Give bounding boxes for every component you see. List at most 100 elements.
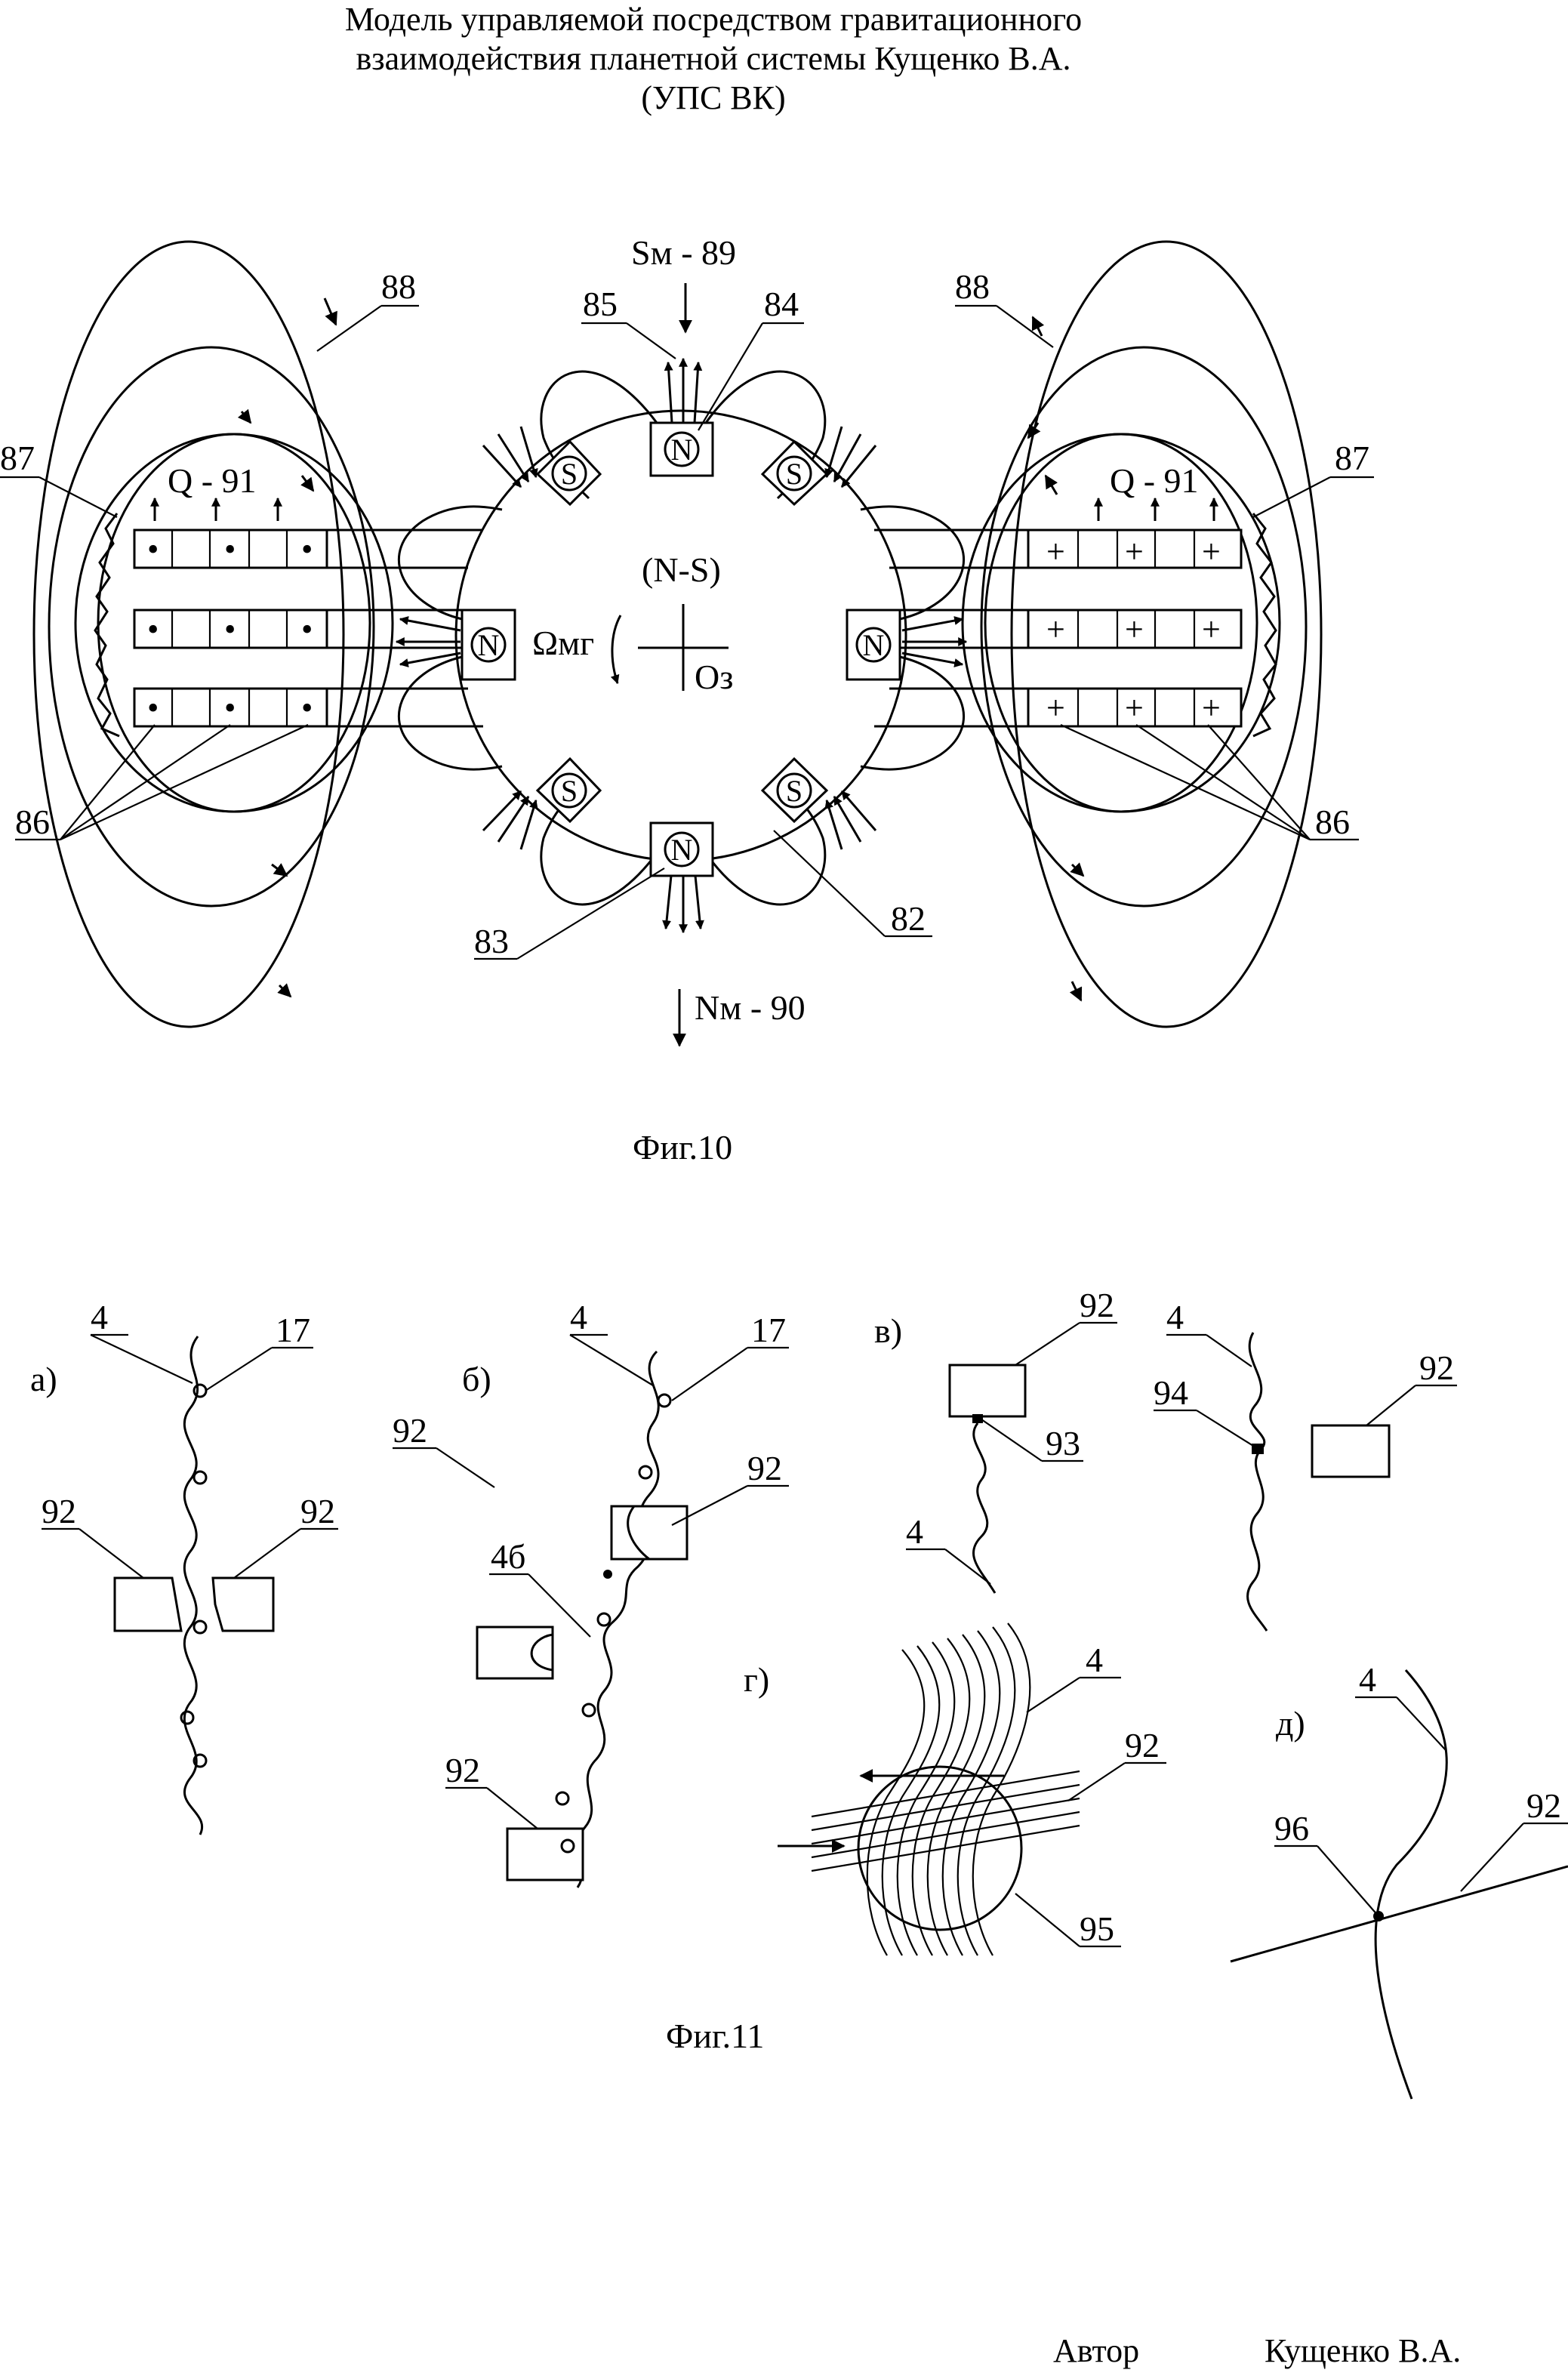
zigzag-87-right xyxy=(1252,513,1277,738)
ref-92: 92 xyxy=(42,1492,76,1530)
coil-dot: • xyxy=(147,611,159,648)
ref-86-left: 86 xyxy=(15,803,50,841)
magnet-s-label: S xyxy=(561,774,578,808)
figure-10: • • • • • • • • • + + + + + + + + + xyxy=(0,233,1374,1166)
ref-88-right: 88 xyxy=(955,267,990,306)
ref-92: 92 xyxy=(747,1449,782,1487)
coil-plus: + xyxy=(1125,611,1144,648)
field-loops-right xyxy=(961,240,1323,1028)
coil-bars-left xyxy=(133,529,483,728)
ref-92: 92 xyxy=(1526,1786,1561,1825)
title-line-3: (УПС ВК) xyxy=(641,79,786,116)
sub-d-label: д) xyxy=(1276,1704,1305,1743)
ref-leaders-fig10 xyxy=(0,304,1374,960)
ref-4: 4 xyxy=(570,1298,587,1336)
magnet-n-bottom: N xyxy=(649,821,714,877)
magnet-s-label: S xyxy=(786,774,802,808)
ref-87-right: 87 xyxy=(1335,439,1369,477)
fig11-v: в) 92 93 4 4 94 92 xyxy=(874,1286,1457,1632)
ref-17: 17 xyxy=(276,1311,310,1349)
ref-4: 4 xyxy=(1166,1298,1184,1336)
ref-92: 92 xyxy=(445,1751,480,1789)
coil-dots-left: • • • • • • • • • xyxy=(147,531,313,726)
magnet-n-label: N xyxy=(863,628,885,662)
ref-95: 95 xyxy=(1080,1909,1114,1948)
ref-92: 92 xyxy=(1080,1286,1114,1324)
ref-84: 84 xyxy=(764,285,799,323)
fig11-a: а) 4 17 92 92 xyxy=(30,1298,338,1835)
author-label: Автор xyxy=(1053,2332,1140,2369)
coil-pluses-right: + + + + + + + + + xyxy=(1046,533,1221,726)
ref-82: 82 xyxy=(891,899,926,938)
coil-dot: • xyxy=(147,531,159,568)
ref-87-left: 87 xyxy=(0,439,35,477)
coil-dot: • xyxy=(301,531,313,568)
q-arrows-left xyxy=(150,497,282,521)
ref-85: 85 xyxy=(583,285,618,323)
magnet-s-upper-right: S xyxy=(760,439,829,507)
ref-92: 92 xyxy=(393,1411,427,1450)
coil-plus: + xyxy=(1202,611,1221,648)
magnet-s-lower-right: S xyxy=(760,757,829,824)
coil-plus: + xyxy=(1202,533,1221,570)
ref-92: 92 xyxy=(1125,1726,1160,1764)
ref-86-right: 86 xyxy=(1315,803,1350,841)
center-label: Оз xyxy=(695,658,733,696)
magnet-n-label: N xyxy=(671,833,693,867)
figure-11: а) 4 17 92 92 б) xyxy=(30,1286,1568,2100)
coil-dot: • xyxy=(224,531,236,568)
magnet-n-label: N xyxy=(478,628,500,662)
q-arrows-right xyxy=(1094,497,1218,521)
author-name: Кущенко В.А. xyxy=(1265,2332,1462,2369)
magnet-s-lower-left: S xyxy=(535,757,602,824)
coil-bars-right xyxy=(874,529,1243,728)
ref-17: 17 xyxy=(751,1311,786,1349)
sub-g-label: г) xyxy=(744,1660,769,1699)
coil-dot: • xyxy=(224,611,236,648)
coil-plus: + xyxy=(1046,533,1065,570)
title-line-1: Модель управляемой посредством гравитаци… xyxy=(344,1,1083,38)
q-label-left: Q - 91 xyxy=(168,461,257,500)
coil-dot: • xyxy=(147,689,159,726)
title-line-2: взаимодействия планетной системы Кущенко… xyxy=(356,40,1071,77)
coil-dot: • xyxy=(301,689,313,726)
coil-plus: + xyxy=(1125,533,1144,570)
zigzag-87-left xyxy=(94,513,120,738)
fig10-caption: Фиг.10 xyxy=(633,1128,732,1166)
ref-4: 4 xyxy=(1359,1660,1376,1699)
fig11-g: г) 4 92 95 xyxy=(744,1623,1166,1956)
magnet-s-label: S xyxy=(561,457,578,491)
coil-dot: • xyxy=(301,611,313,648)
south-label: Sм - 89 xyxy=(631,233,736,272)
page-title: Модель управляемой посредством гравитаци… xyxy=(0,0,1427,118)
ref-94: 94 xyxy=(1154,1373,1188,1412)
ref-4: 4 xyxy=(91,1298,108,1336)
planet-circle xyxy=(454,409,907,862)
center-axis xyxy=(610,604,729,691)
coil-plus: + xyxy=(1202,689,1221,726)
ref-96: 96 xyxy=(1274,1809,1309,1847)
field-loops-left xyxy=(32,240,394,1028)
q-label-right: Q - 91 xyxy=(1110,461,1199,500)
ref-92: 92 xyxy=(300,1492,335,1530)
ref-92: 92 xyxy=(1419,1348,1454,1387)
coil-plus: + xyxy=(1046,611,1065,648)
magnet-s-label: S xyxy=(786,457,802,491)
ref-88-left: 88 xyxy=(381,267,416,306)
axis-label: (N-S) xyxy=(642,550,721,589)
ref-4: 4 xyxy=(906,1512,923,1551)
coil-plus: + xyxy=(1046,689,1065,726)
ref-93: 93 xyxy=(1046,1424,1080,1462)
magnet-n-left: N xyxy=(461,609,516,681)
fig11-caption: Фиг.11 xyxy=(666,2017,764,2055)
sub-v-label: в) xyxy=(874,1311,902,1350)
north-label: Nм - 90 xyxy=(695,988,806,1027)
coil-dot: • xyxy=(224,689,236,726)
sub-b-label: б) xyxy=(462,1360,491,1398)
magnet-n-label: N xyxy=(671,433,693,467)
coil-plus: + xyxy=(1125,689,1144,726)
magnet-n-top: N xyxy=(649,421,714,477)
ref-4b: 4б xyxy=(491,1537,525,1576)
magnet-n-right: N xyxy=(846,609,901,681)
